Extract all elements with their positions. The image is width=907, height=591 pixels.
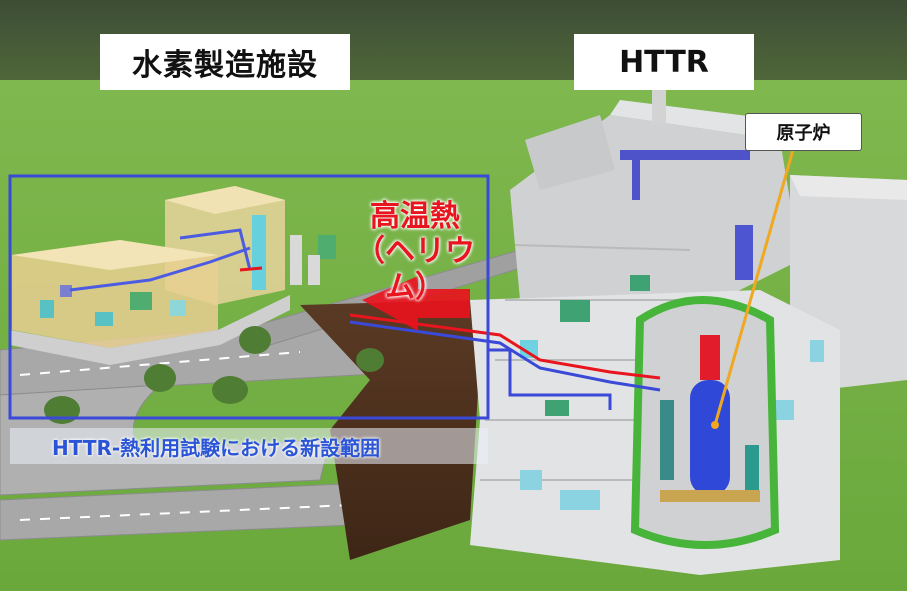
heat-label-line2: （ヘリウム）: [355, 234, 475, 305]
httr-building: [470, 65, 907, 575]
reactor-callout-line: [713, 149, 795, 426]
new-range-frame: [8, 174, 490, 420]
httr-label: HTTR: [574, 34, 754, 90]
heat-label-line1: 高温熱: [370, 199, 460, 234]
reactor-label: 原子炉: [745, 113, 862, 151]
hydrogen-buildings: [10, 186, 336, 365]
new-range-extension: [488, 348, 612, 410]
new-range-caption: HTTR-熱利用試験における新設範囲: [10, 428, 488, 464]
hydrogen-facility-label: 水素製造施設: [100, 34, 350, 90]
heat-pipes: [349, 313, 661, 392]
heat-flow-label: 高温熱 （ヘリウム）: [340, 200, 490, 306]
heat-flow-arrow: [362, 276, 470, 331]
